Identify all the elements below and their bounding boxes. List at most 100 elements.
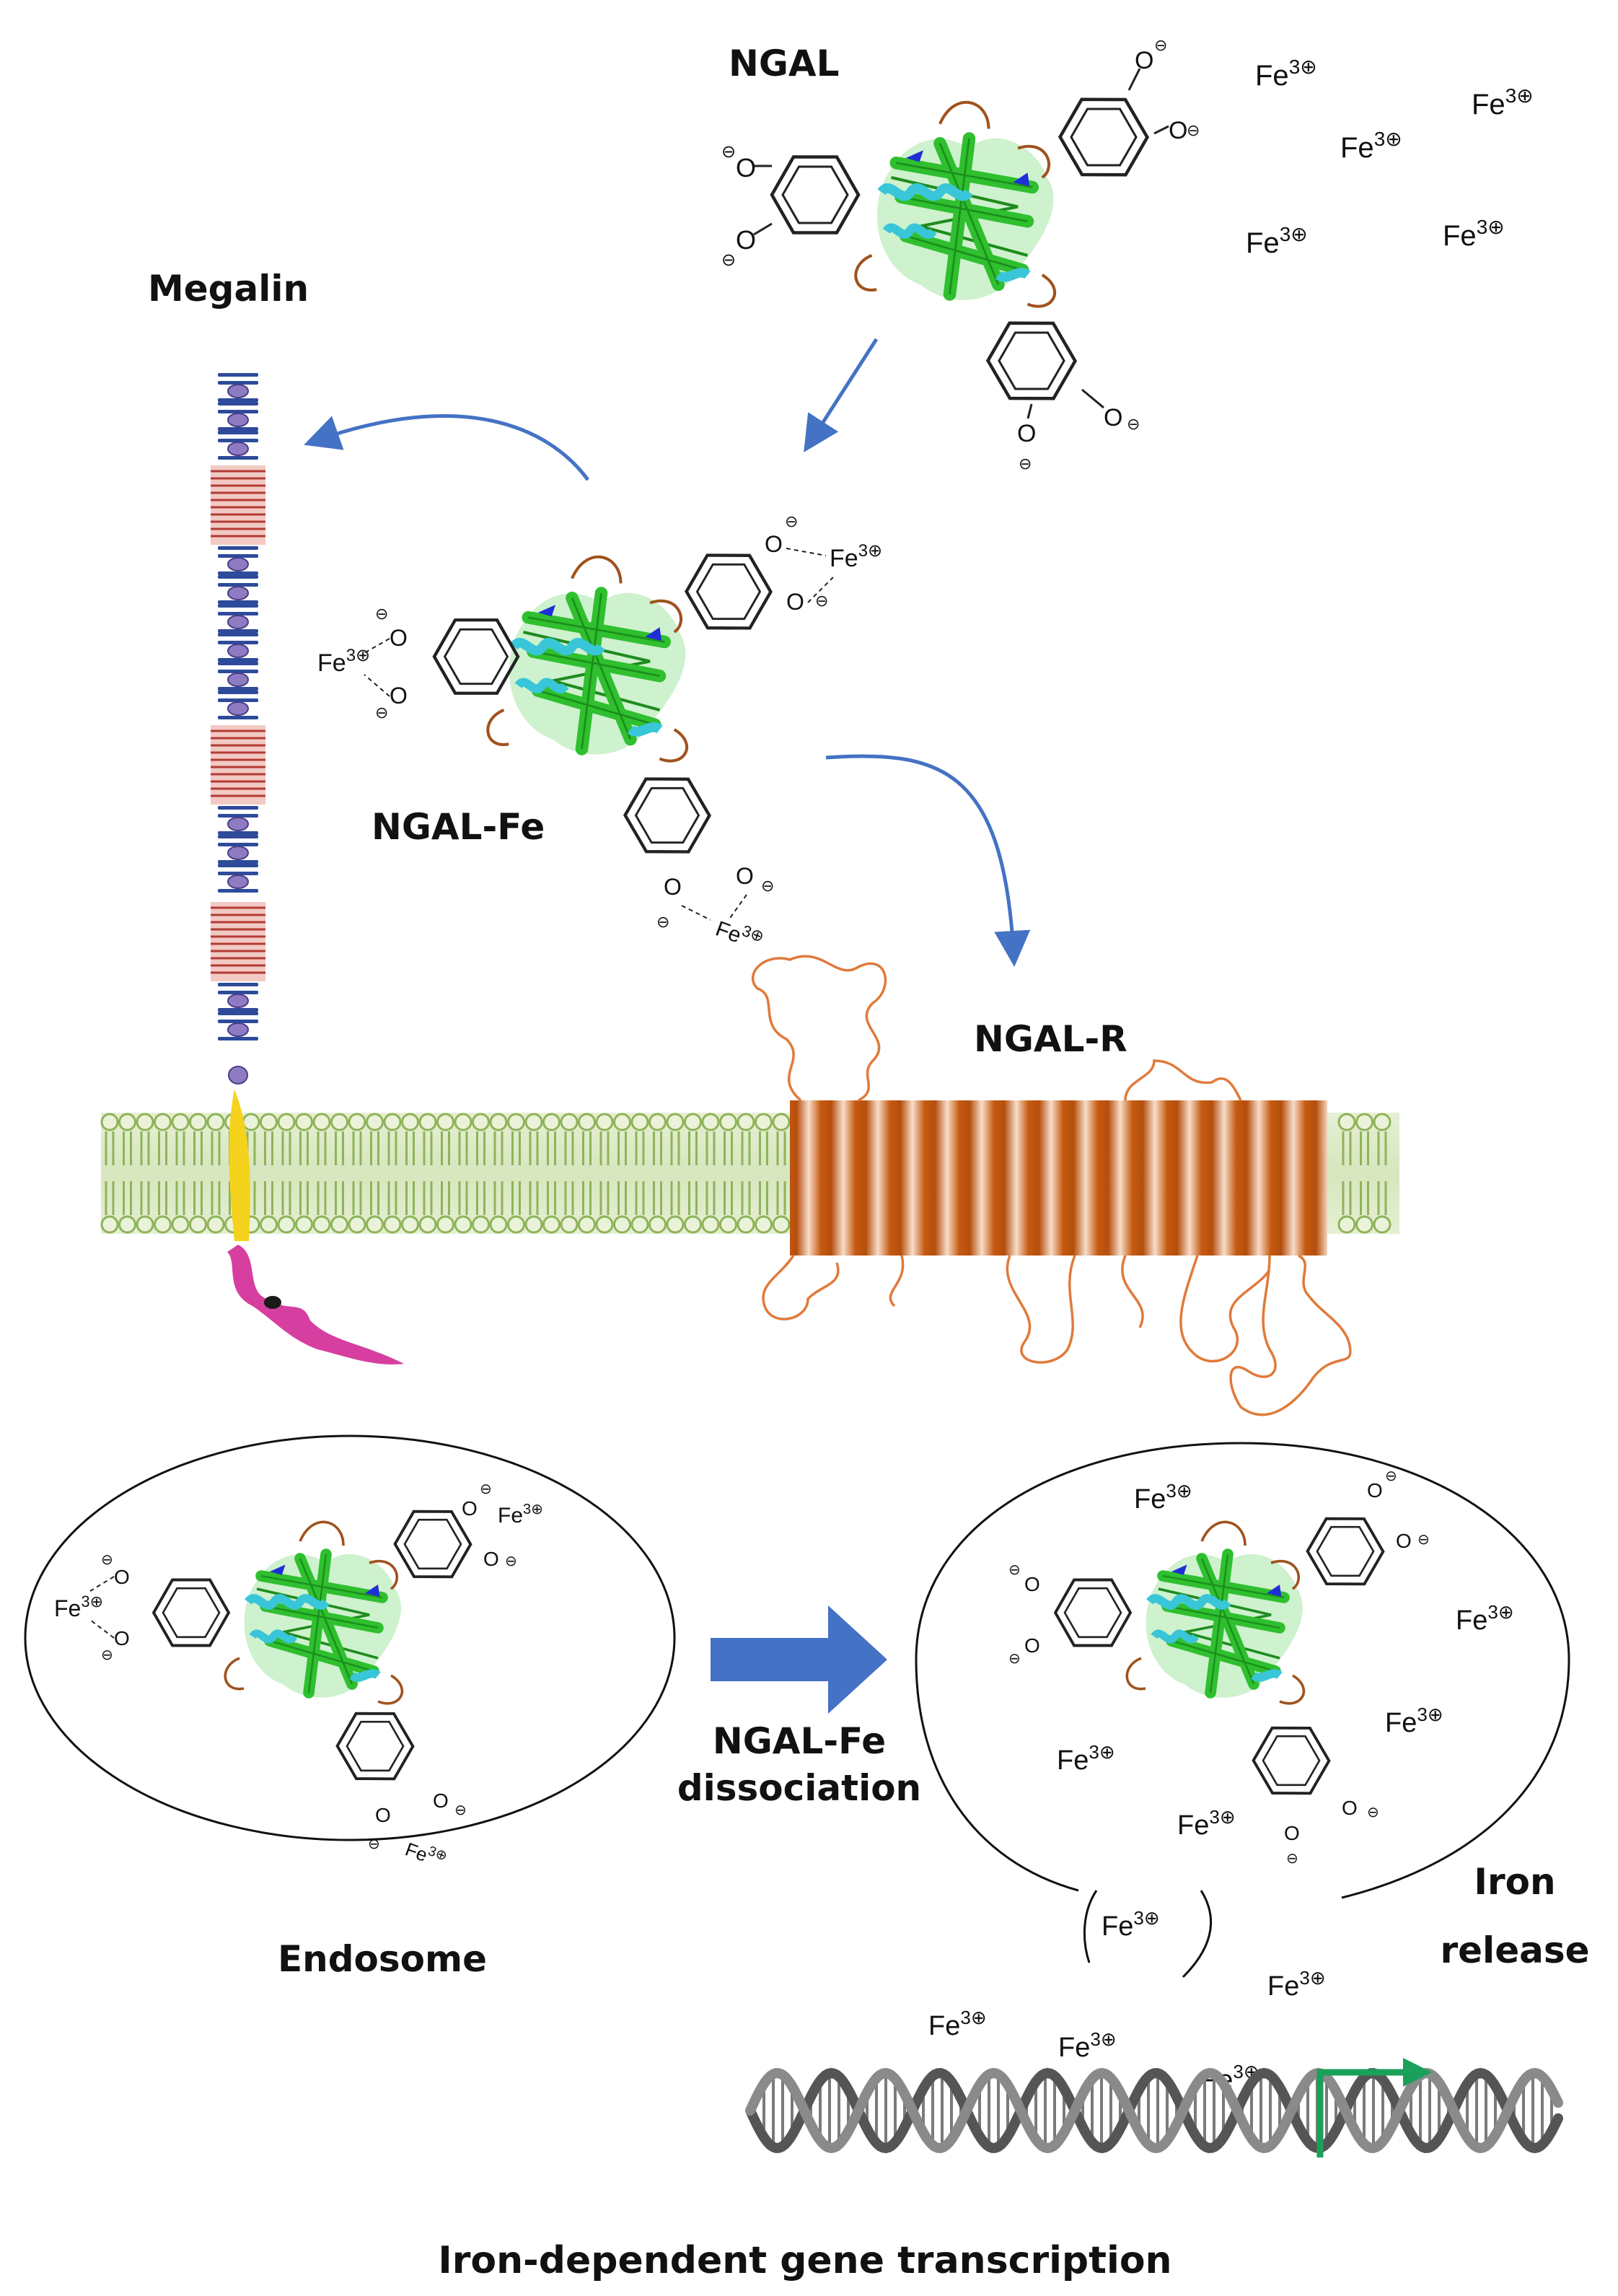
iron-release-label-line2: release [1440, 1929, 1589, 1971]
catechol-upper-right: O O ⊖ ⊖ [1050, 36, 1200, 193]
arrow-ngal-to-ngalfe [804, 338, 879, 452]
svg-text:Fe3⊕: Fe3⊕ [1177, 1806, 1236, 1841]
svg-text:Fe3⊕: Fe3⊕ [1255, 56, 1317, 92]
svg-text:Fe3⊕: Fe3⊕ [54, 1592, 103, 1621]
svg-text:⊖: ⊖ [1008, 1651, 1021, 1667]
svg-text:Fe3⊕: Fe3⊕ [1057, 1741, 1115, 1776]
svg-text:⊖: ⊖ [1019, 455, 1032, 473]
megalin-transmembrane [229, 1090, 250, 1241]
megalin-cytoplasmic-tail [227, 1245, 404, 1364]
svg-text:Fe3⊕: Fe3⊕ [1246, 223, 1308, 259]
fe-ion: Fe3⊕ [1267, 1967, 1326, 2002]
fe-ion: Fe3⊕ [1246, 223, 1308, 259]
svg-text:O: O [433, 1789, 449, 1812]
svg-text:O: O [786, 589, 804, 615]
dissociation-arrow [711, 1605, 887, 1714]
fe-ion: Fe3⊕ [1456, 1601, 1514, 1636]
fe-ion: Fe3⊕ [1057, 1741, 1115, 1776]
svg-text:⊖: ⊖ [761, 877, 774, 895]
fe-chelate: Fe3⊕ [54, 1592, 103, 1621]
release-vesicle [915, 1442, 1570, 1899]
svg-text:⊖: ⊖ [375, 704, 388, 722]
svg-text:⊖: ⊖ [480, 1481, 492, 1497]
ngal-r-loops [752, 955, 1352, 1416]
ngal-label: NGAL [729, 43, 839, 84]
svg-text:⊖: ⊖ [1127, 415, 1140, 433]
megalin-receptor [209, 372, 267, 1085]
svg-text:⊖: ⊖ [656, 913, 669, 931]
svg-text:⊖: ⊖ [721, 142, 736, 162]
svg-text:O: O [736, 863, 754, 889]
svg-text:⊖: ⊖ [1286, 1851, 1298, 1867]
fe-ion: Fe3⊕ [1340, 128, 1402, 164]
iron-release-label-line1: Iron [1474, 1861, 1555, 1903]
svg-text:O: O [736, 153, 756, 183]
transcription-start-arrow [1316, 2069, 1407, 2157]
svg-text:Fe3⊕: Fe3⊕ [1385, 1704, 1443, 1738]
fe-ion: Fe3⊕ [1102, 1907, 1160, 1942]
svg-text:O: O [1367, 1479, 1383, 1502]
ngal-r-transmembrane [790, 1100, 1327, 1256]
endosome-ngal-fe: O O ⊖ ⊖ Fe3⊕ O O ⊖ ⊖ Fe3⊕ O O ⊖ ⊖ Fe3⊕ [54, 1481, 543, 1872]
svg-text:O: O [1396, 1530, 1412, 1552]
fe-ion: Fe3⊕ [1058, 2028, 1117, 2063]
svg-text:Fe3⊕: Fe3⊕ [1456, 1601, 1514, 1636]
svg-text:⊖: ⊖ [375, 605, 388, 623]
svg-text:O: O [1342, 1797, 1358, 1819]
ngal-protein-structure: O O ⊖ ⊖ O O ⊖ ⊖ O O ⊖ ⊖ [721, 36, 1200, 473]
fe-ion: Fe3⊕ [1134, 1480, 1192, 1515]
svg-text:⊖: ⊖ [1385, 1468, 1397, 1484]
svg-text:O: O [390, 625, 408, 651]
fe-chelate: Fe3⊕ [830, 541, 882, 572]
svg-text:O: O [736, 225, 756, 255]
svg-text:Fe3⊕: Fe3⊕ [1267, 1967, 1326, 2002]
svg-text:⊖: ⊖ [1008, 1562, 1021, 1578]
fe-ion: Fe3⊕ [1255, 56, 1317, 92]
svg-text:O: O [390, 683, 408, 709]
ngal-fe-label: NGAL-Fe [371, 806, 545, 848]
free-iron-top: Fe3⊕ Fe3⊕ Fe3⊕ Fe3⊕ Fe3⊕ [1246, 56, 1534, 259]
svg-text:Fe3⊕: Fe3⊕ [498, 1502, 543, 1528]
transcription-label: Iron-dependent gene transcription [438, 2239, 1171, 2282]
svg-text:O: O [375, 1804, 391, 1826]
fe-ion: Fe3⊕ [1177, 1806, 1236, 1841]
svg-text:⊖: ⊖ [454, 1802, 467, 1818]
svg-text:⊖: ⊖ [721, 250, 736, 270]
catechol-lower: O O ⊖ ⊖ [977, 304, 1140, 473]
released-ngal: O O ⊖ ⊖ O O ⊖ ⊖ O O ⊖ ⊖ [1008, 1468, 1430, 1867]
svg-text:O: O [765, 531, 783, 557]
svg-text:O: O [114, 1627, 130, 1649]
fe-ion: Fe3⊕ [1385, 1704, 1443, 1738]
svg-text:⊖: ⊖ [815, 592, 828, 610]
svg-text:⊖: ⊖ [505, 1554, 517, 1569]
svg-text:Fe3⊕: Fe3⊕ [1443, 216, 1505, 252]
svg-text:O: O [483, 1548, 499, 1570]
svg-text:Fe3⊕: Fe3⊕ [928, 2007, 987, 2041]
svg-text:O: O [1024, 1634, 1040, 1657]
fe-chelate: Fe3⊕ [713, 917, 767, 948]
dna-double-helix [745, 2067, 1563, 2154]
svg-text:⊖: ⊖ [1187, 121, 1200, 139]
ngal-fe-structure: O O ⊖ ⊖ Fe3⊕ O O ⊖ ⊖ Fe3⊕ O O ⊖ ⊖ Fe3⊕ [317, 512, 882, 948]
ngal-r-label: NGAL-R [974, 1018, 1127, 1060]
svg-text:O: O [114, 1566, 130, 1588]
svg-text:O: O [1104, 404, 1122, 431]
fe-chelate: Fe3⊕ [403, 1836, 449, 1872]
svg-text:⊖: ⊖ [1154, 36, 1167, 54]
catechol-left: O O ⊖ ⊖ [721, 142, 858, 270]
svg-text:⊖: ⊖ [368, 1836, 380, 1852]
svg-text:O: O [1135, 47, 1153, 74]
svg-text:Fe3⊕: Fe3⊕ [403, 1836, 449, 1872]
endosome-vesicle [24, 1434, 676, 1841]
fe-ion: Fe3⊕ [1443, 216, 1505, 252]
svg-text:Fe3⊕: Fe3⊕ [1102, 1907, 1160, 1942]
svg-text:Fe3⊕: Fe3⊕ [1134, 1480, 1192, 1515]
fe-chelate: Fe3⊕ [317, 646, 370, 677]
svg-text:⊖: ⊖ [101, 1647, 113, 1663]
dissociation-label-line1: NGAL-Fe [713, 1720, 886, 1762]
svg-text:Fe3⊕: Fe3⊕ [1340, 128, 1402, 164]
arrow-to-megalin [304, 413, 590, 481]
svg-text:⊖: ⊖ [785, 512, 798, 530]
svg-text:⊖: ⊖ [1367, 1805, 1379, 1820]
